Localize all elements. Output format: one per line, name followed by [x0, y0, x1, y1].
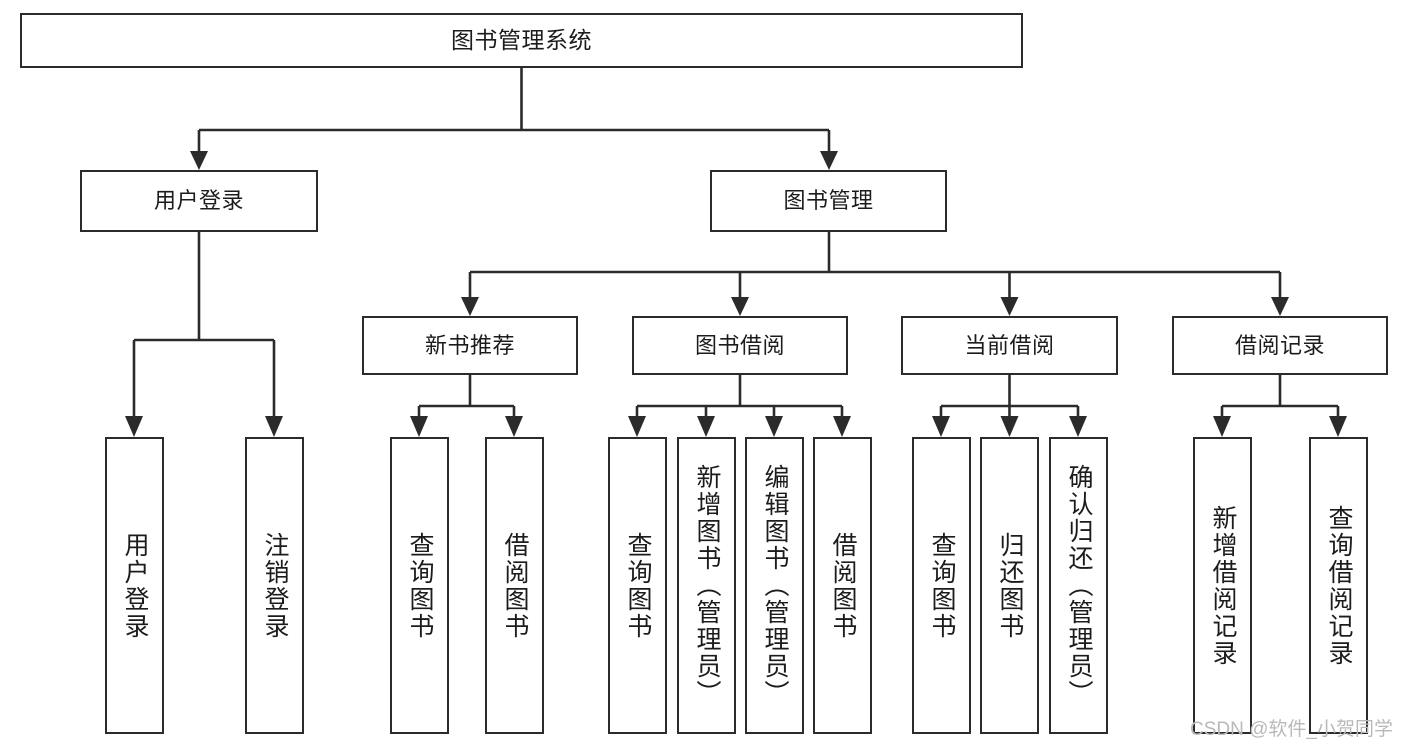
node-borrow-record[interactable]: 借阅记录: [1172, 316, 1388, 375]
node-label: 新增借阅记录: [1209, 504, 1237, 667]
node-label: 查询借阅记录: [1325, 504, 1353, 667]
node-label: 当前借阅: [964, 332, 1055, 358]
leaf-borrow-book[interactable]: 借阅图书: [813, 437, 872, 734]
node-label: 新增图书（管理员）: [693, 464, 721, 707]
leaf-add-borrow-record[interactable]: 新增借阅记录: [1193, 437, 1252, 734]
leaf-confirm-return-admin[interactable]: 确认归还（管理员）: [1049, 437, 1108, 734]
node-label: 查询图书: [406, 531, 434, 640]
leaf-edit-book-admin[interactable]: 编辑图书（管理员）: [745, 437, 804, 734]
watermark-text: CSDN @软件_小贺同学: [1190, 719, 1393, 740]
node-label: 用户登录: [121, 531, 149, 640]
node-label: 注销登录: [261, 531, 289, 640]
node-label: 用户登录: [153, 188, 244, 214]
leaf-add-book-admin[interactable]: 新增图书（管理员）: [677, 437, 736, 734]
node-label: 借阅图书: [501, 531, 529, 640]
node-book-management[interactable]: 图书管理: [710, 170, 947, 232]
leaf-query-book-borrow[interactable]: 查询图书: [608, 437, 667, 734]
node-label: 编辑图书（管理员）: [761, 464, 789, 707]
leaf-return-book[interactable]: 归还图书: [980, 437, 1039, 734]
leaf-query-book-current[interactable]: 查询图书: [912, 437, 971, 734]
node-label: 查询图书: [624, 531, 652, 640]
node-label: 借阅图书: [829, 531, 857, 640]
node-new-book-recommend[interactable]: 新书推荐: [362, 316, 578, 375]
node-current-borrow[interactable]: 当前借阅: [901, 316, 1118, 375]
leaf-user-login[interactable]: 用户登录: [105, 437, 164, 734]
node-user-login[interactable]: 用户登录: [80, 170, 318, 232]
node-root-book-management-system[interactable]: 图书管理系统: [20, 13, 1023, 68]
node-label: 借阅记录: [1234, 332, 1325, 358]
node-book-borrow[interactable]: 图书借阅: [632, 316, 848, 375]
node-label: 归还图书: [996, 531, 1024, 640]
leaf-query-borrow-record[interactable]: 查询借阅记录: [1309, 437, 1368, 734]
node-label: 图书管理系统: [451, 26, 592, 53]
node-label: 确认归还（管理员）: [1065, 464, 1093, 707]
node-label: 查询图书: [928, 531, 956, 640]
node-label: 图书借阅: [694, 332, 785, 358]
leaf-logout[interactable]: 注销登录: [245, 437, 304, 734]
leaf-query-book-recommend[interactable]: 查询图书: [390, 437, 449, 734]
leaf-borrow-book-recommend[interactable]: 借阅图书: [485, 437, 544, 734]
node-label: 图书管理: [783, 188, 874, 214]
node-label: 新书推荐: [424, 332, 515, 358]
